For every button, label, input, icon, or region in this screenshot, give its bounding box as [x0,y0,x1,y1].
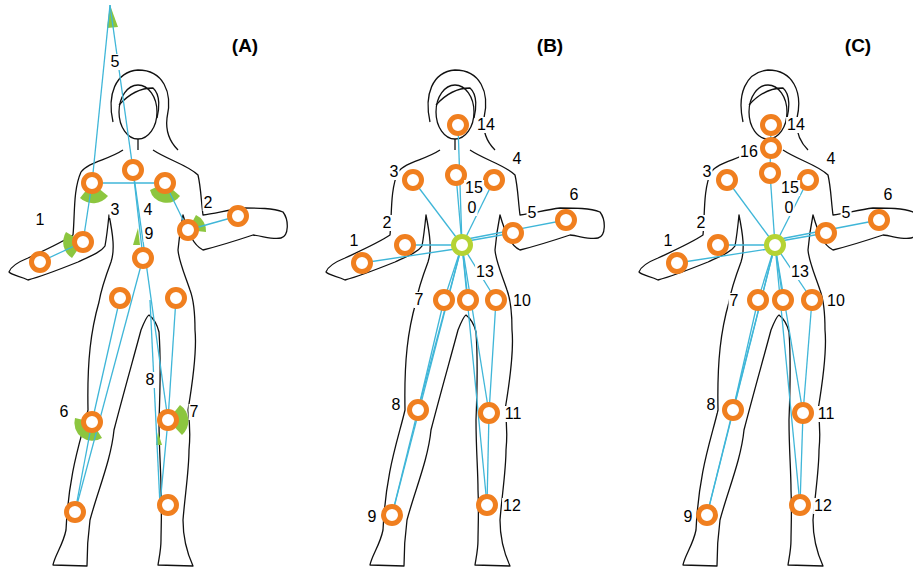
callout-number: 14 [476,117,496,133]
callout-number: 13 [475,264,495,280]
callout-number: 9 [683,509,694,525]
callout-number: 8 [391,397,402,413]
callout-number: 12 [813,498,833,514]
callout-number: 3 [389,164,400,180]
callout-number: 5 [110,54,121,70]
callout-number: 15 [464,180,484,196]
callout-number: 6 [883,187,894,203]
callout-number: 11 [817,406,836,422]
callout-number: 7 [729,293,740,309]
callout-number: 6 [569,187,580,203]
callout-number: 7 [189,404,200,420]
callout-number: 4 [512,151,523,167]
callout-number: 5 [841,205,852,221]
callout-number: 2 [696,215,707,231]
callout-number: 10 [826,293,846,309]
callout-number: 8 [145,372,156,388]
callout-number: 10 [512,293,532,309]
callout-number: 3 [702,164,713,180]
callout-number: 0 [467,200,478,216]
callout-number: 5 [527,205,538,221]
callout-number: 6 [59,404,70,420]
callout-number: 8 [706,397,717,413]
callout-number: 3 [110,202,121,218]
callout-number: 2 [382,215,393,231]
callout-number: 4 [826,151,837,167]
callout-number: 15 [780,180,800,196]
callout-number: 7 [414,292,425,308]
panel-letter: (B) [536,36,564,55]
callout-number: 0 [784,200,795,216]
callout-number: 1 [663,233,674,249]
callout-number: 16 [739,144,759,160]
callout-number: 14 [786,117,806,133]
callout-number: 4 [143,202,154,218]
callout-number: 11 [504,406,523,422]
callout-number: 1 [35,212,46,228]
callout-number: 9 [367,509,378,525]
panel-letter: (C) [844,36,872,55]
callout-number: 2 [203,195,214,211]
callout-number: 12 [502,498,522,514]
panel-letter: (A) [231,36,259,55]
callout-number: 13 [790,264,810,280]
callout-number: 9 [144,226,155,242]
callout-number: 1 [349,233,360,249]
